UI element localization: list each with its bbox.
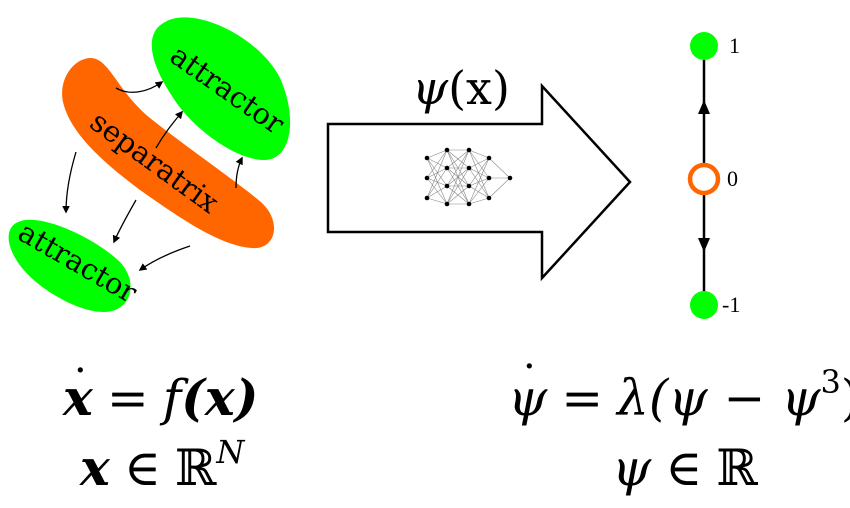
nn-node — [444, 165, 450, 171]
left-ode: x=f(x) — [62, 368, 258, 427]
nn-edge — [426, 149, 448, 179]
nn-edge — [468, 149, 490, 199]
nn-node — [424, 155, 430, 161]
mapping-label-psi: ψ — [412, 61, 449, 115]
nn-node — [486, 195, 492, 201]
nn-edge — [426, 167, 448, 179]
nn-edge — [468, 185, 490, 199]
nn-node — [466, 147, 472, 153]
nn-node — [444, 147, 450, 153]
nn-edge — [446, 149, 470, 169]
stable-point-top — [690, 32, 718, 60]
right-equations: ψ=λ(ψ − ψ3) · ψ∈ℝ — [508, 344, 850, 497]
nn-edge — [468, 149, 490, 159]
nn-node — [466, 165, 472, 171]
nn-edge — [468, 197, 490, 205]
nn-edge — [426, 149, 448, 199]
nn-node — [466, 183, 472, 189]
arrow-up-icon — [698, 100, 710, 114]
neural-network-icon — [424, 147, 513, 207]
flow-arrow-4 — [62, 151, 77, 214]
nn-edge — [426, 185, 448, 199]
left-ode-dot: · — [74, 348, 87, 394]
right-domain: ψ∈ℝ — [612, 439, 758, 497]
left-domain: x∈ℝN — [79, 433, 245, 497]
flow-arrow-6 — [138, 245, 191, 271]
flow-arrow-1 — [115, 81, 164, 93]
nn-edge — [488, 177, 511, 199]
attractor-bottom-region — [8, 219, 131, 312]
nn-edge — [426, 149, 448, 159]
state-space-sketch: separatrix attractor attractor — [8, 17, 291, 312]
nn-edge — [468, 157, 490, 169]
unstable-point-middle — [687, 162, 721, 196]
mapping-label: ψ(x) — [412, 61, 510, 115]
nn-edge — [426, 177, 448, 205]
nn-edge — [468, 177, 490, 205]
nn-edge — [426, 157, 448, 187]
point-mid-label: 0 — [727, 166, 738, 191]
flow-arrow-5 — [112, 199, 137, 244]
point-top-label: 1 — [729, 33, 740, 58]
nn-node — [424, 175, 430, 181]
arrow-down-icon — [698, 238, 710, 252]
nn-edge — [468, 157, 490, 187]
nn-edge — [426, 167, 448, 199]
nn-edge — [426, 177, 448, 187]
nn-node — [486, 155, 492, 161]
right-ode: ψ=λ(ψ − ψ3) — [508, 363, 850, 427]
nn-edge — [488, 157, 511, 179]
nn-edge — [426, 157, 448, 169]
left-equations: x=f(x) · x∈ℝN — [62, 348, 258, 497]
mapping-label-arg: (x) — [448, 61, 510, 115]
nn-node — [424, 195, 430, 201]
nn-edge — [426, 157, 448, 205]
nn-node — [444, 201, 450, 207]
right-ode-dot: · — [523, 344, 536, 390]
nn-edge — [446, 167, 470, 205]
nn-edge — [468, 167, 490, 179]
stable-point-bottom — [690, 291, 718, 319]
phase-line: 1 0 -1 — [687, 32, 740, 319]
nn-node — [444, 183, 450, 189]
nn-edge — [426, 197, 448, 205]
nn-edge — [468, 177, 490, 187]
nn-edge — [446, 149, 470, 205]
nn-node — [507, 175, 513, 181]
nn-node — [486, 175, 492, 181]
nn-edge — [468, 157, 490, 205]
flow-arrow-2 — [155, 110, 183, 149]
separatrix-region — [62, 57, 275, 249]
nn-edge — [446, 149, 470, 187]
mapping-arrow: ψ(x) — [326, 61, 632, 282]
flow-arrow-3 — [235, 156, 243, 189]
point-bottom-label: -1 — [722, 292, 740, 317]
nn-edge — [468, 149, 490, 179]
nn-edge — [446, 185, 470, 205]
nn-node — [466, 201, 472, 207]
attractor-top-region — [151, 17, 291, 161]
nn-edge — [468, 167, 490, 199]
